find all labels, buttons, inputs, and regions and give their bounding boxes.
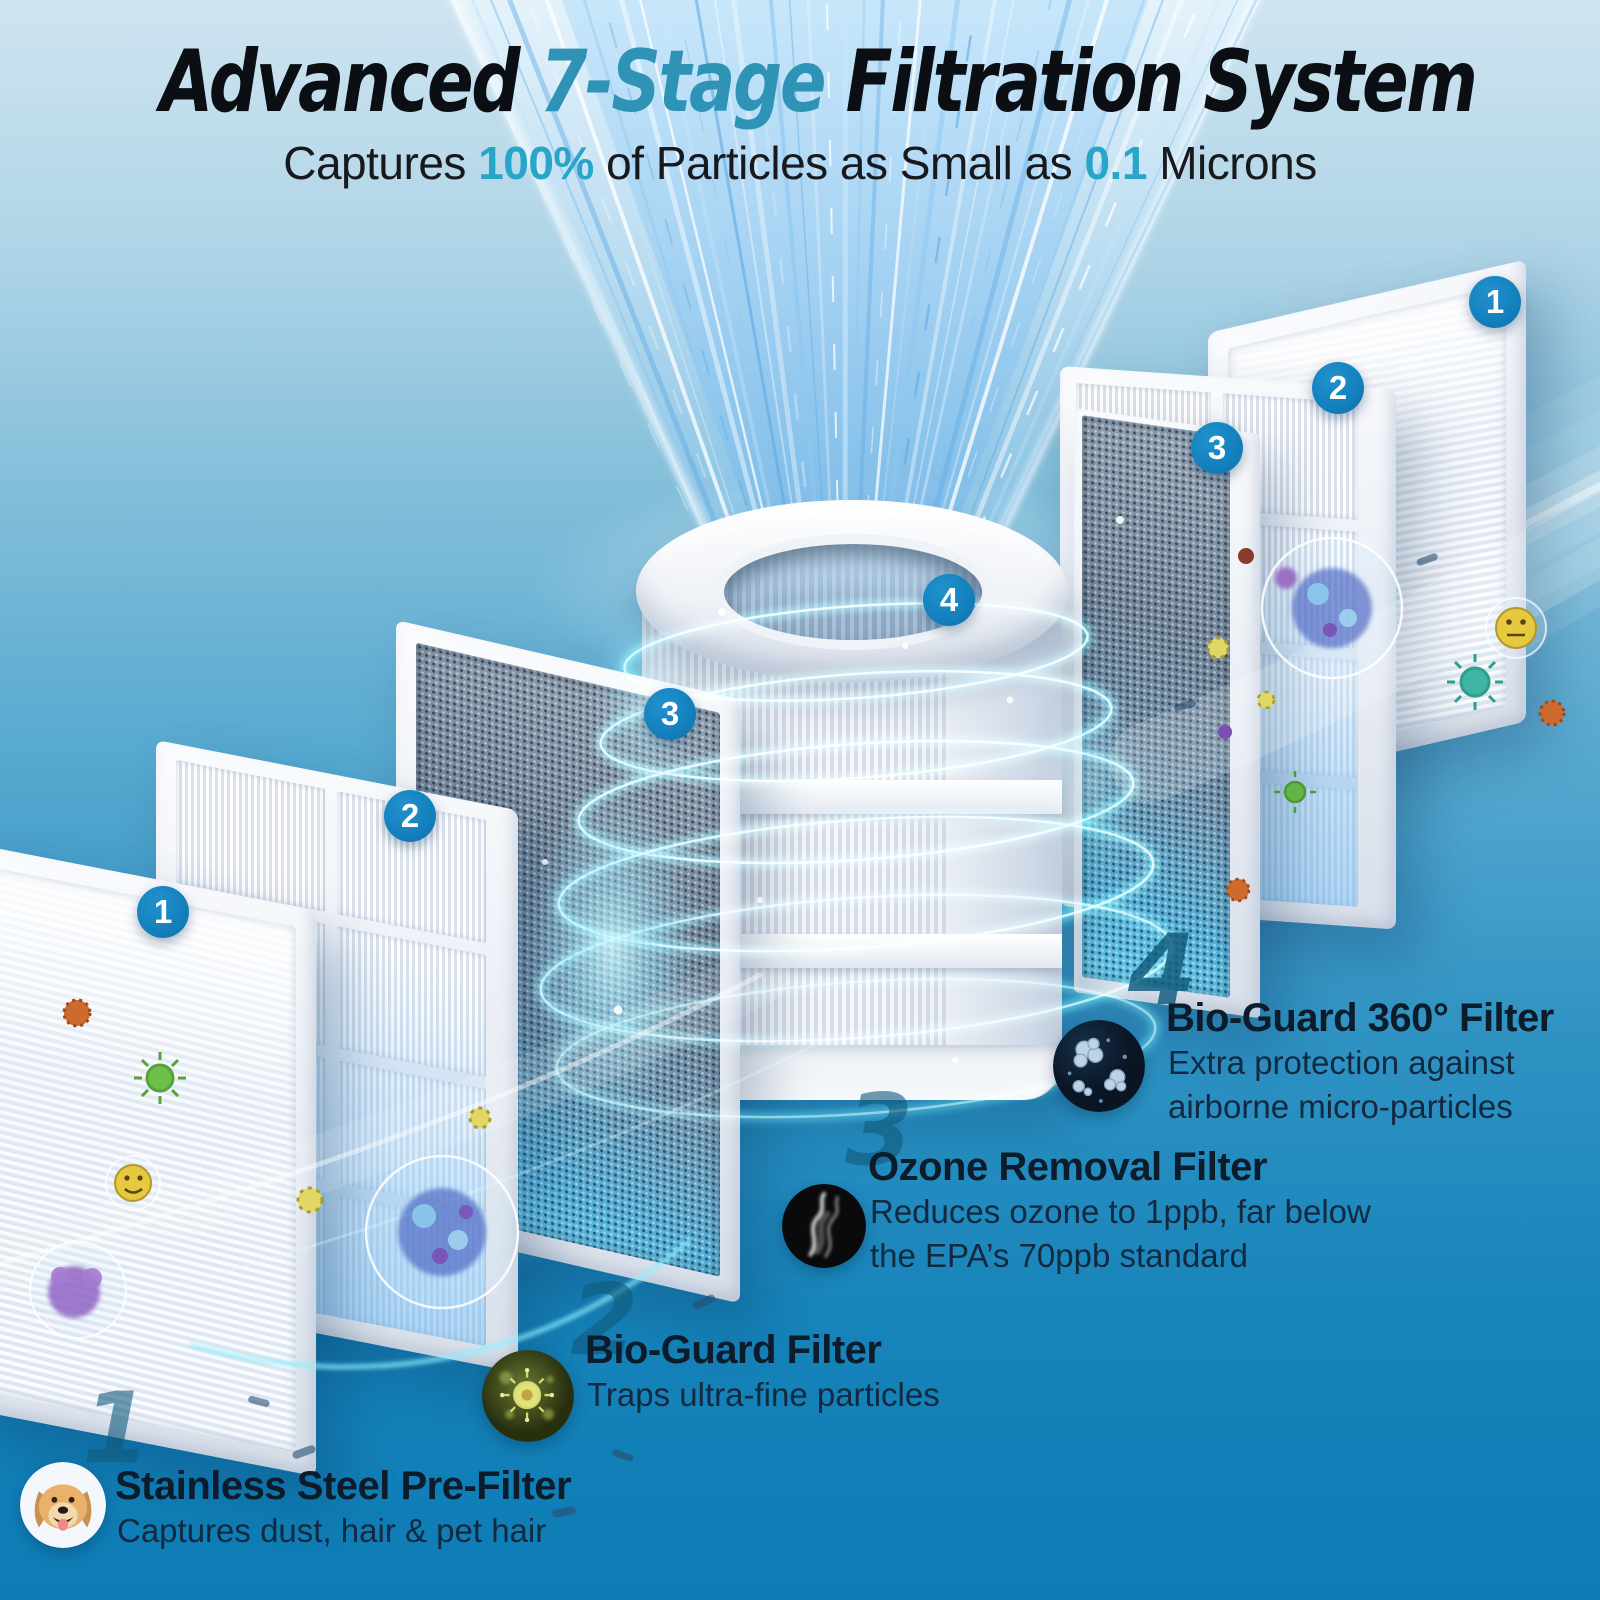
subtitle-accent-100: 100% <box>478 137 594 190</box>
pleated-media <box>0 865 296 1453</box>
callout-description-line1: Extra protection against <box>1168 1044 1515 1081</box>
callout-title: Bio-Guard 360° Filter <box>1166 996 1554 1040</box>
smoke-thumbnail-icon <box>782 1184 866 1268</box>
header: Advanced 7-Stage Filtration System Captu… <box>0 0 1600 190</box>
page-subtitle: Captures 100% of Particles as Small as 0… <box>0 136 1600 190</box>
subtitle-text: of Particles as Small as <box>593 137 1085 190</box>
stage-badge-3-left: 3 <box>644 688 696 740</box>
page-title: Advanced 7-Stage Filtration System <box>160 32 1478 132</box>
callout-title: Bio-Guard Filter <box>585 1328 882 1372</box>
canister-top-ring <box>636 500 1068 682</box>
stage-badge-4-center: 4 <box>923 574 975 626</box>
dog-thumbnail-icon <box>20 1462 106 1548</box>
stage-badge-2-left: 2 <box>384 790 436 842</box>
callout-title: Stainless Steel Pre-Filter <box>115 1464 572 1508</box>
stage-badge-1-right: 1 <box>1469 276 1521 328</box>
title-accent-text: 7-Stage <box>539 32 827 132</box>
callout-description-line2: airborne micro-particles <box>1168 1088 1513 1125</box>
stage-badge-3-right: 3 <box>1191 422 1243 474</box>
title-text: Advanced <box>160 32 540 132</box>
mesh-media <box>1082 415 1230 998</box>
title-text: Filtration System <box>824 32 1478 132</box>
callout-description-line1: Traps ultra-fine particles <box>587 1376 940 1413</box>
callout-title: Ozone Removal Filter <box>868 1145 1267 1189</box>
subtitle-text: Microns <box>1146 137 1317 190</box>
callout-description-line1: Captures dust, hair & pet hair <box>117 1512 547 1549</box>
stage-badge-1-left: 1 <box>137 886 189 938</box>
microbes-thumbnail-icon <box>1053 1020 1145 1112</box>
callout-number: 1 <box>82 1372 151 1486</box>
subtitle-accent-01: 0.1 <box>1084 137 1147 190</box>
subtitle-text: Captures <box>283 137 479 190</box>
stage-badge-2-right: 2 <box>1312 362 1364 414</box>
callout-description-line1: Reduces ozone to 1ppb, far below <box>870 1193 1371 1230</box>
virus-thumbnail-icon <box>482 1350 574 1442</box>
callout-description-line2: the EPA’s 70ppb standard <box>870 1237 1248 1274</box>
